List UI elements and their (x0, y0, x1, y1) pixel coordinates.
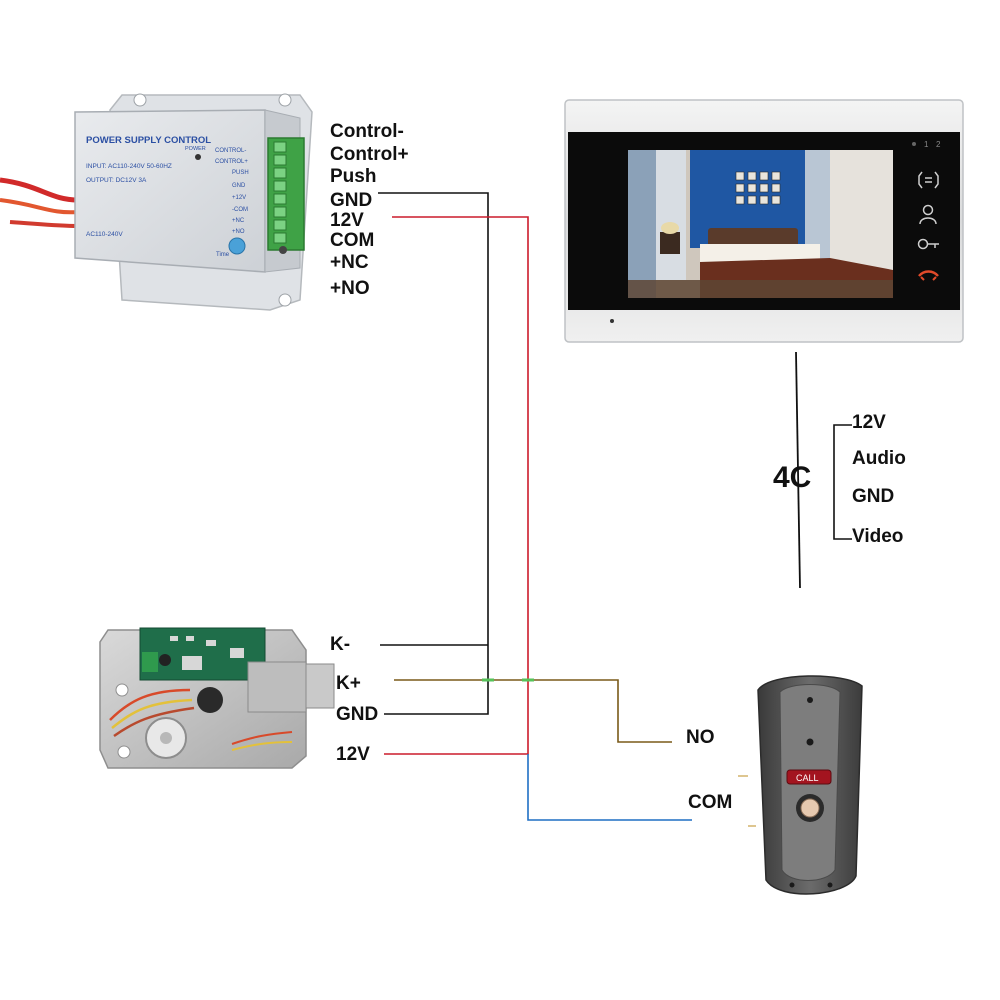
power-supply-unit: POWER SUPPLY CONTROL INPUT: AC110-240V 5… (0, 93, 313, 311)
psu-terminal-label: Control- (330, 121, 404, 142)
psu-printed-terminal: GND (232, 183, 246, 189)
psu-printed-terminal: -COM (232, 207, 248, 213)
psu-printed-terminal: +NC (232, 218, 245, 224)
cable-4c-line (795, 351, 801, 589)
door-label-no: NO (686, 727, 715, 748)
lock-label-gnd: GND (336, 704, 379, 725)
psu-terminal-label: Control+ (330, 144, 409, 165)
monitor-buttons (917, 171, 940, 281)
monitor-indicator-2: 2 (936, 140, 941, 149)
handset-icon[interactable] (918, 270, 939, 281)
psu-printed-terminal: PUSH (232, 170, 249, 176)
wire-gnd-black (378, 192, 489, 715)
psu-terminal-label: Push (330, 166, 377, 187)
psu-printed-terminal: +12V (232, 195, 246, 201)
cable-conductor-video: Video (852, 526, 904, 547)
psu-printed-terminal: CONTROL+ (215, 159, 248, 165)
message-icon[interactable] (918, 171, 939, 189)
cable-conductor-12v: 12V (852, 412, 886, 433)
user-icon[interactable] (919, 204, 937, 225)
psu-terminal-label: +NC (330, 252, 369, 273)
psu-printed-terminal: CONTROL- (215, 148, 246, 154)
unlock-key-icon[interactable] (917, 238, 940, 250)
door-label-com: COM (688, 792, 733, 813)
psu-ac-label: AC110-240V (86, 231, 123, 238)
cable-type-label: 4C (773, 461, 812, 494)
indicator-led (912, 142, 916, 146)
psu-title: POWER SUPPLY CONTROL (86, 135, 211, 146)
electric-lock (99, 627, 335, 769)
monitor-indicator-1: 1 (924, 140, 929, 149)
monitor-screen-image (628, 150, 893, 298)
psu-time-label: Time (216, 252, 230, 258)
psu-printed-terminal-list: CONTROL- CONTROL+ PUSH GND +12V -COM +NC +NO (215, 148, 249, 235)
lock-label-k-plus: K+ (336, 673, 361, 694)
psu-power-led-label: POWER (185, 146, 206, 152)
psu-terminal-label: +NO (330, 278, 370, 299)
wires (378, 192, 852, 827)
psu-terminal-label: GND (330, 190, 373, 211)
lock-label-12v: 12V (336, 744, 370, 765)
wire-12v-red (384, 216, 529, 755)
cable-4c-bracket (833, 424, 852, 540)
wire-com-blue (527, 754, 692, 821)
psu-input-spec: INPUT: AC110-240V 50-60HZ (86, 163, 172, 170)
indoor-monitor: 1 2 (564, 99, 964, 343)
psu-printed-terminal: +NO (232, 229, 245, 235)
lock-label-k-minus: K- (330, 634, 351, 655)
psu-output-spec: OUTPUT: DC12V 3A (86, 177, 147, 184)
wire-k-plus-brown (394, 679, 672, 743)
psu-terminal-label: 12V (330, 210, 364, 231)
psu-terminal-label: COM (330, 230, 375, 251)
outdoor-door-station: CALL (757, 675, 863, 895)
cable-conductor-gnd: GND (852, 486, 895, 507)
call-button-label: CALL (796, 773, 819, 783)
cable-conductor-audio: Audio (852, 448, 906, 469)
